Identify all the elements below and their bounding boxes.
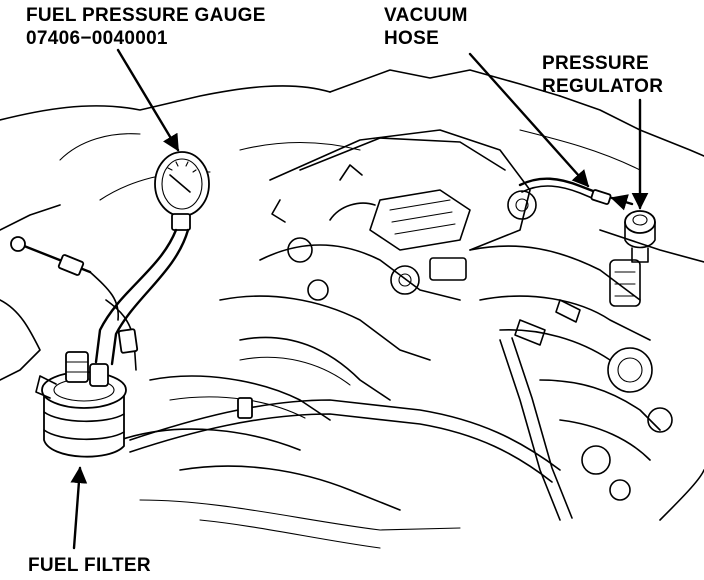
gauge-part-number: 07406−0040001 (26, 28, 168, 49)
vacuum-hose-label: VACUUM HOSE (384, 4, 468, 50)
regulator-label-line1: PRESSURE (542, 53, 649, 74)
lower-hoses (129, 337, 631, 549)
intake-manifold (119, 129, 537, 511)
fuel-pressure-gauge-label: FUEL PRESSURE GAUGE 07406−0040001 (26, 4, 266, 50)
vacuum-leader (468, 52, 590, 188)
fuel-pressure-gauge (154, 151, 210, 231)
vacuum-label-line2: HOSE (384, 28, 440, 49)
fuel-filter-label: FUEL FILTER (28, 555, 151, 576)
gauge-label-line1: FUEL PRESSURE GAUGE (26, 5, 266, 26)
filter-leader (70, 466, 88, 550)
pressure-regulator (624, 210, 656, 263)
bracket-bolt (10, 236, 119, 321)
pressure-regulator-label: PRESSURE REGULATOR (542, 52, 663, 98)
regulator-label-line2: REGULATOR (542, 76, 664, 97)
vacuum-hose (518, 177, 612, 205)
regulator-leader-left (610, 194, 634, 211)
fuel-filter (35, 351, 127, 458)
callout-leaders (70, 48, 649, 550)
fuel-rail (469, 245, 673, 461)
gauge-hose (94, 228, 190, 371)
gauge-leader (116, 48, 180, 152)
vacuum-label-line1: VACUUM (384, 5, 468, 26)
